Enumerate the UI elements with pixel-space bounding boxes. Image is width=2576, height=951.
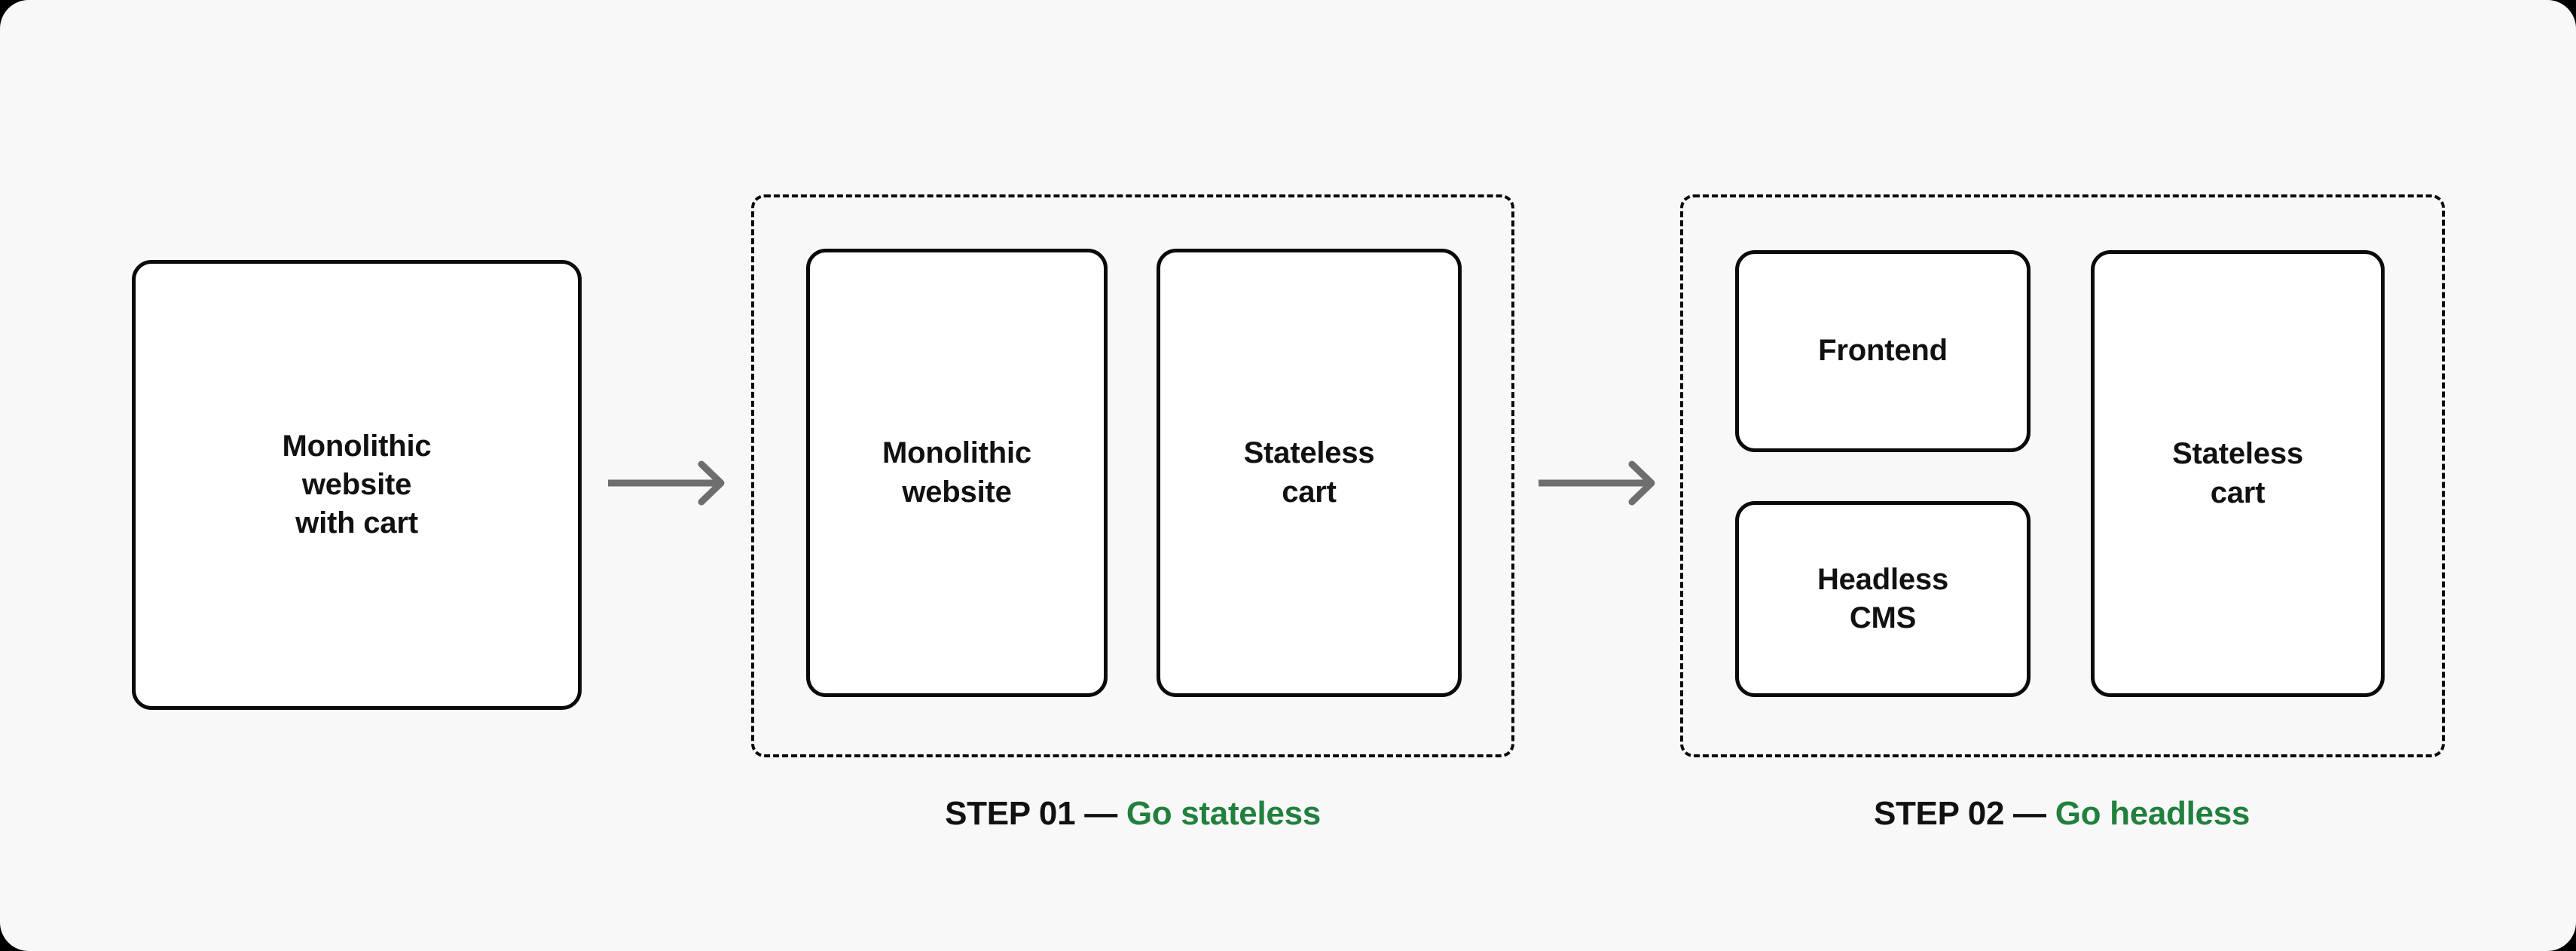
group-step-01	[751, 194, 1514, 757]
card-label: Stateless cart	[2172, 437, 2303, 509]
caption-step-01-accent: Go stateless	[1126, 795, 1321, 832]
group-step-02	[1680, 194, 2445, 757]
card-label: Stateless cart	[1243, 436, 1375, 509]
card-label: Monolithic website with cart	[282, 429, 432, 540]
caption-step-02-accent: Go headless	[2055, 795, 2251, 832]
card-stateless-cart-step-01: Stateless cart	[1157, 249, 1462, 697]
caption-step-02: STEP 02 — Go headless	[1680, 795, 2443, 833]
card-label: Frontend	[1818, 334, 1948, 368]
card-monolithic-website: Monolithic website	[806, 249, 1108, 697]
card-headless-cms: Headless CMS	[1735, 501, 2031, 697]
card-stateless-cart-step-02: Stateless cart	[2091, 250, 2385, 697]
arrow-before-to-step-01-icon	[608, 460, 725, 506]
card-label: Headless CMS	[1817, 562, 1949, 635]
card-label: Monolithic website	[882, 436, 1031, 509]
card-frontend: Frontend	[1735, 250, 2031, 452]
arrow-step-01-to-step-02-icon	[1539, 460, 1655, 506]
caption-step-02-prefix: STEP 02 —	[1873, 795, 2055, 832]
caption-step-01-prefix: STEP 01 —	[945, 795, 1126, 832]
caption-step-01: STEP 01 — Go stateless	[751, 795, 1514, 833]
card-monolithic-website-with-cart: Monolithic website with cart	[132, 260, 582, 710]
